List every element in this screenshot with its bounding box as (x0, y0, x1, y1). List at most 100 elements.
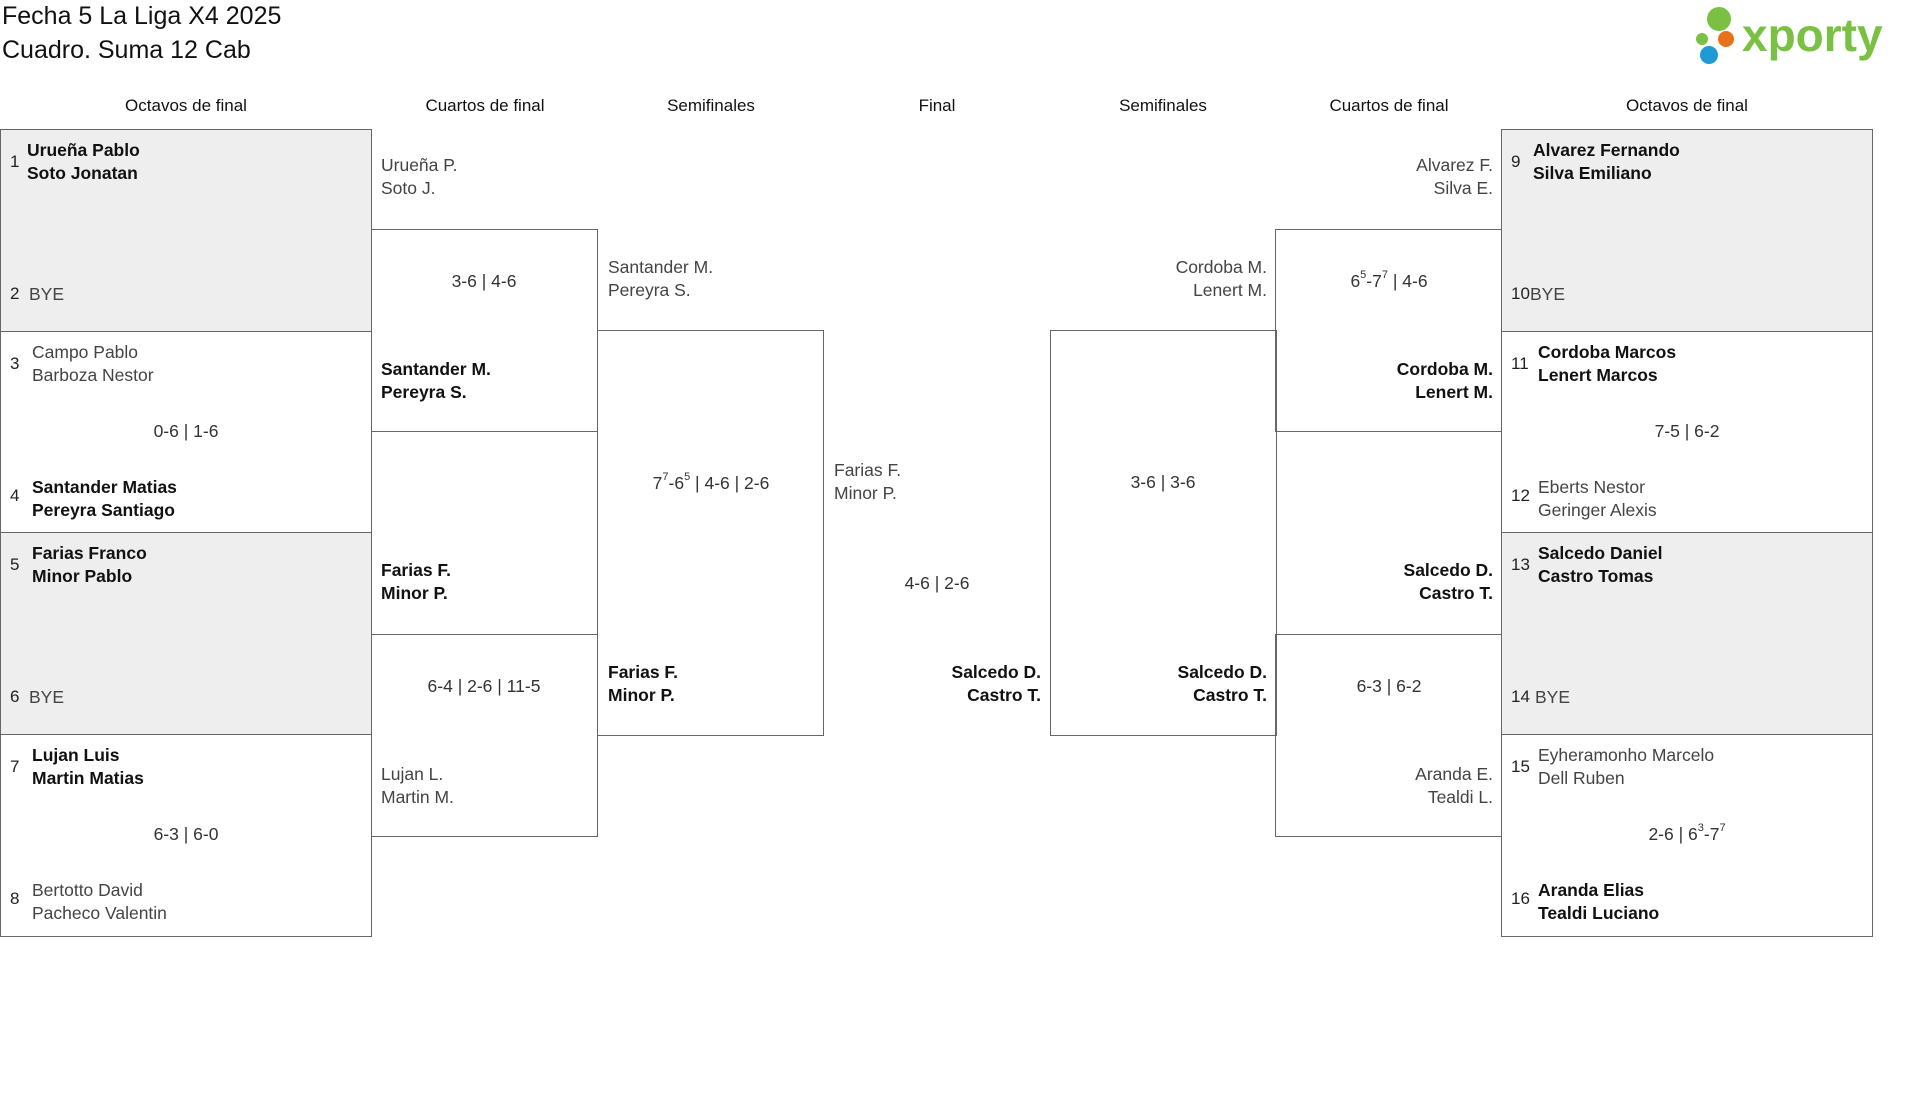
match-score: 4-6 | 2-6 (904, 573, 970, 593)
player-name: Pereyra Santiago (32, 500, 175, 520)
round-header: Semifinales (1119, 96, 1207, 115)
seed-number: 8 (10, 889, 20, 908)
player-name: Eberts Nestor (1538, 477, 1645, 497)
player-name: BYE (29, 284, 65, 304)
player-name: Castro T. (1419, 583, 1493, 603)
player-name: Cordoba M. (1175, 257, 1267, 277)
player-name: Salcedo D. (1403, 560, 1493, 580)
seed-number: 5 (10, 555, 20, 574)
player-name: Campo Pablo (32, 342, 139, 362)
seed-number: 13 (1511, 555, 1530, 574)
page-title: Fecha 5 La Liga X4 2025 (2, 2, 282, 30)
logo-dot-blue (1700, 46, 1718, 64)
xporty-logo: xporty (1696, 7, 1883, 64)
player-name: Santander Matias (32, 477, 177, 497)
player-name: Castro T. (1193, 685, 1267, 705)
player-name: Soto J. (381, 178, 436, 198)
seed-number: 11 (1511, 354, 1529, 373)
player-name: Salcedo D. (951, 662, 1041, 682)
player-name: Dell Ruben (1538, 768, 1625, 788)
player-name: Martin Matias (32, 768, 144, 788)
match-score: 6-4 | 2-6 | 11-5 (427, 676, 541, 696)
player-name: Eyheramonho Marcelo (1538, 745, 1715, 765)
seed-number: 6 (10, 687, 20, 706)
player-name: Silva E. (1433, 178, 1493, 198)
team-pair: Farias F.Minor P. (608, 661, 678, 707)
seed-number: 2 (10, 284, 20, 303)
player-name: Farias F. (834, 460, 902, 480)
round-header: Cuartos de final (1329, 96, 1449, 115)
player-name: Soto Jonatan (27, 163, 138, 183)
seed-number: 16 (1511, 889, 1530, 908)
team-pair: Farias F.Minor P. (834, 459, 901, 505)
round-header: Semifinales (667, 96, 755, 115)
player-name: Pacheco Valentin (32, 903, 167, 923)
seed-number: 3 (10, 354, 20, 373)
player-name: Minor P. (608, 685, 675, 705)
player-name: Lenert Marcos (1538, 365, 1658, 385)
logo-dot-green (1707, 7, 1731, 31)
player-name: BYE (29, 687, 65, 707)
logo-dot-orange (1718, 31, 1734, 47)
player-name: Minor Pablo (32, 566, 133, 586)
player-name: Cordoba M. (1396, 359, 1493, 379)
player-name: Salcedo Daniel (1538, 543, 1663, 563)
player-name: Tealdi Luciano (1538, 903, 1660, 923)
player-name: Urueña Pablo (27, 140, 140, 160)
team-pair: Santander M.Pereyra S. (608, 256, 713, 302)
match-box (597, 330, 824, 736)
player-name: Tealdi L. (1427, 787, 1493, 807)
team-pair: Salcedo D. Castro T. (952, 661, 1041, 707)
team-pair: BYE (29, 686, 64, 709)
player-name: Lenert M. (1415, 382, 1493, 402)
player-name: Martin M. (381, 787, 454, 807)
player-name: Alvarez Fernando (1533, 140, 1680, 160)
player-name: Aranda E. (1415, 764, 1493, 784)
player-name: Salcedo D. (1177, 662, 1267, 682)
logo-text: xporty (1742, 9, 1883, 61)
player-name: Lujan Luis (32, 745, 120, 765)
team-pair: Lujan L. Martin M. (381, 763, 454, 809)
match-score: 0-6 | 1-6 (153, 421, 219, 441)
match-box (0, 129, 372, 332)
seed-number: 12 (1511, 486, 1530, 505)
player-name: Lujan L. (381, 764, 444, 784)
player-name: Alvarez F. (1416, 155, 1493, 175)
player-name: Aranda Elias (1538, 880, 1645, 900)
player-name: Pereyra S. (381, 382, 467, 402)
team-pair: Urueña P. Soto J. (381, 154, 458, 200)
seed-number: 4 (10, 486, 20, 505)
team-pair: Farias F.Minor P. (381, 559, 451, 605)
player-name: BYE (1530, 284, 1566, 304)
team-pair: Salcedo D. Castro T. (1404, 559, 1493, 605)
player-name: Pereyra S. (608, 280, 691, 300)
match-score: 6-3 | 6-2 (1356, 676, 1422, 696)
player-name: Santander M. (381, 359, 491, 379)
page-subtitle: Cuadro. Suma 12 Cab (2, 36, 251, 64)
player-name: Urueña P. (381, 155, 458, 175)
logo-dot-green-small (1696, 33, 1708, 45)
player-name: Farias Franco (32, 543, 147, 563)
player-name: BYE (1535, 687, 1571, 707)
player-name: Geringer Alexis (1538, 500, 1657, 520)
team-pair: Alvarez F. Silva E. (1416, 154, 1493, 200)
match-score: 3-6 | 4-6 (451, 271, 517, 291)
seed-number: 1 (10, 152, 20, 171)
match-score: 2-6 | 63-77 (1648, 822, 1726, 844)
match-score: 65-77 | 4-6 (1350, 269, 1428, 291)
player-name: Castro T. (967, 685, 1041, 705)
match-score: 6-3 | 6-0 (153, 824, 219, 844)
player-name: Bertotto David (32, 880, 143, 900)
round-header: Octavos de final (125, 96, 247, 115)
match-score: 3-6 | 3-6 (1130, 472, 1196, 492)
match-score: 7-5 | 6-2 (1654, 421, 1720, 441)
